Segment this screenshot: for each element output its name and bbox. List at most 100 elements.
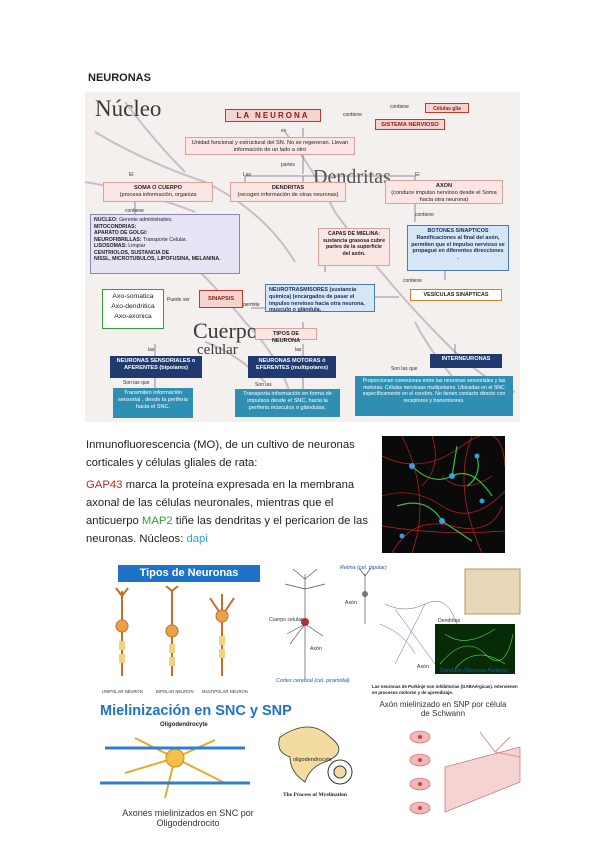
contenido-key: NUCLEO: — [94, 217, 118, 223]
contenido-line: CENTRIOLOS, SUSTANCIA DE — [94, 250, 236, 257]
botones-box: BOTONES SINAPTICOS Ramificaciones al fin… — [407, 225, 509, 271]
contenido-value: Gerente administrativo. — [117, 217, 173, 223]
mielinizacion-title: Mielinización en SNC y SNP — [100, 703, 292, 719]
label-axon-purkinje: Axón — [417, 664, 429, 670]
label-dendritas: Dendritas — [438, 618, 461, 624]
label-cerebelo: Cerebelo (Neurona Purkinje) — [440, 668, 509, 674]
contenido-line: NUCLEO: Gerente administrativo. — [94, 217, 236, 224]
contenido-line: APARATO DE GOLGI: — [94, 230, 236, 237]
neuron-types-illustration — [115, 586, 235, 676]
soma-title: SOMA O CUERPO — [134, 185, 182, 191]
oligodendrocyte-label-2: oligodendrocyte — [293, 757, 332, 763]
label-contiene-right: contiene — [403, 278, 422, 284]
label-contiene-top2: contiene — [343, 112, 362, 118]
contenido-value: Transporte Celular. — [141, 236, 187, 243]
bg-word-cuerpo: Cuerpo — [193, 318, 258, 343]
caption-snc: Axones mielinizados en SNC por Oligodend… — [122, 808, 254, 828]
map2-label: MAP2 — [141, 515, 173, 527]
neurotrasmisores-box: NEUROTRASMISORES (sustancia química) (en… — [265, 284, 375, 313]
vesiculas-box: VESÍCULAS SINÁPTICAS — [410, 289, 502, 301]
caption-multipolar: MULTIPOLAR NEURON — [202, 689, 248, 694]
mielina-box: CAPAS DE MIELINA: sustancia grasosa cubr… — [318, 228, 390, 266]
immunofluorescence-micrograph — [382, 436, 505, 553]
contenido-line: NISSL, MICROTUBULOS, LIPOFUSINA, MELANIN… — [94, 256, 236, 263]
map-title: LA NEURONA — [225, 109, 321, 122]
bg-word-celular: celular — [197, 342, 238, 358]
label-las2: las — [148, 347, 155, 353]
contenido-key: CENTRIOLOS, SUSTANCIA DE — [94, 249, 170, 256]
bg-word-nucleo: Núcleo — [95, 96, 162, 121]
immuno-description: GAP43 marca la proteína expresada en la … — [86, 476, 371, 548]
label-axon-retina: Axón — [345, 600, 357, 606]
sensoriales-box: NEURONAS SENSORIALES o AFERENTES (bipola… — [110, 356, 202, 378]
sinapsis-axo-axonica: Axo-axonica — [114, 313, 152, 320]
schwann-cell-illustration — [409, 730, 521, 815]
soma-desc: (procesa información, organiza — [119, 191, 197, 198]
proporcionan-box: Proporcionan conexiones entre las neuron… — [355, 376, 513, 416]
motoras-box: NEURONAS MOTORAS ó EFERENTES (multipolar… — [248, 356, 336, 378]
label-cuerpo-celular: Cuerpo celular — [269, 617, 303, 623]
dapi-label: dapi — [186, 533, 208, 545]
label-axon-pyramidal: Axón — [310, 646, 322, 652]
label-las: Las — [243, 172, 252, 178]
tipos-sinapsis-box: Axo-somatica Axo-dendritica Axo-axonica — [102, 289, 164, 329]
immuno-text1: marca la proteína expresada en la membra… — [86, 479, 355, 527]
immuno-text2: tiñe las dendritas y el pericarion de la… — [86, 515, 368, 545]
tipos-neurona-box: TIPOS DE NEURONA — [255, 328, 317, 344]
label-las3: las — [295, 347, 302, 353]
label-el-left: El — [129, 172, 134, 178]
label-contiene-top: contiene — [390, 104, 409, 110]
contenido-value: Limpiar — [126, 243, 146, 249]
sinapsis-box: SINAPSIS — [199, 290, 243, 308]
axon-title: AXON — [435, 183, 453, 189]
caption-bipolar: BIPOLAR NEURON — [156, 689, 194, 694]
axon-desc: (conduce impulso nervioso desde el Soma … — [391, 189, 497, 203]
axon-box: AXON (conduce impulso nervioso desde el … — [385, 180, 503, 204]
label-puede-ser: Puede ser — [167, 297, 190, 303]
contenido-line: MITOCONDRIAS: — [94, 224, 236, 231]
transporta-box: Transporta información en forma de impul… — [235, 389, 340, 417]
label-son-las-que: Son las que — [391, 366, 418, 372]
transmiten-box: Transmiten información sensorial , desde… — [113, 388, 193, 418]
contenido-key: NISSL, MICROTUBULOS, LIPOFUSINA, MELANIN… — [94, 256, 221, 262]
tipos-neuronas-title: Tipos de Neuronas — [118, 565, 260, 582]
tipos-neuronas-panel: Tipos de Neuronas UNIPOLAR NEURON BIPOLA… — [82, 562, 262, 697]
concept-map: Núcleo Dendritas Cuerpo celular LA NEURO… — [85, 92, 520, 422]
label-retina: Retina (cel. bipolar) — [340, 565, 387, 571]
label-contiene-left: contiene — [125, 208, 144, 214]
sistema-nervioso-box: SISTEMA NERVIOSO — [375, 119, 445, 130]
soma-box: SOMA O CUERPO (procesa información, orga… — [103, 182, 213, 202]
label-es: es — [281, 128, 287, 134]
process-caption: The Process of Myelination — [283, 792, 347, 798]
label-son-las-2: Son las — [255, 382, 272, 388]
label-el-right: El — [415, 172, 420, 178]
label-son-las-que-1: Son las que — [123, 380, 150, 386]
sinapsis-axo-somatica: Axo-somatica — [112, 293, 154, 300]
caption-snp: Axón mielinizado en SNP por célula de Sc… — [379, 700, 507, 718]
contenido-line: LISOSOMAS: Limpiar — [94, 243, 236, 250]
oligodendrocyte-illustration — [100, 737, 250, 799]
contenido-soma-box: NUCLEO: Gerente administrativo.MITOCONDR… — [90, 214, 240, 274]
contenido-key: APARATO DE GOLGI: — [94, 230, 148, 236]
contenido-line: NEUROFIBRILLAS: Transporte Celular. — [94, 237, 236, 244]
myelination-process-illustration — [278, 726, 353, 785]
caption-unipolar: UNIPOLAR NEURON — [102, 689, 143, 694]
oligodendrocyte-label: Oligodendrocyte — [160, 722, 208, 728]
dendritas-desc: (recogen información de otras neuronas) — [237, 191, 339, 198]
dendritas-box: DENDRITAS (recogen información de otras … — [230, 182, 346, 202]
label-contiene-mid: contiene — [415, 212, 434, 218]
dendritas-title: DENDRITAS — [271, 185, 305, 191]
sinapsis-axo-dendritica: Axo-dendritica — [111, 303, 155, 310]
label-cortex: Cortex cerebral (cel. piramidal) — [276, 678, 350, 684]
interneuronas-box: INTERNEURONAS — [430, 354, 502, 368]
contenido-key: LISOSOMAS: — [94, 243, 127, 249]
celulas-glia-box: Células glia — [425, 103, 469, 113]
definicion-box: Unidad funcional y estructural del SN. N… — [185, 137, 355, 155]
pyramidal-purkinje-illustration — [284, 567, 521, 679]
purkinje-blurb: Las neuronas de Purkinje son inhibitoria… — [372, 684, 518, 695]
contenido-key: MITOCONDRIAS: — [94, 223, 137, 230]
contenido-key: NEUROFIBRILLAS: — [94, 236, 142, 243]
label-permite: permite — [243, 302, 260, 308]
gap43-label: GAP43 — [86, 479, 123, 491]
page-heading: NEURONAS — [88, 72, 151, 84]
